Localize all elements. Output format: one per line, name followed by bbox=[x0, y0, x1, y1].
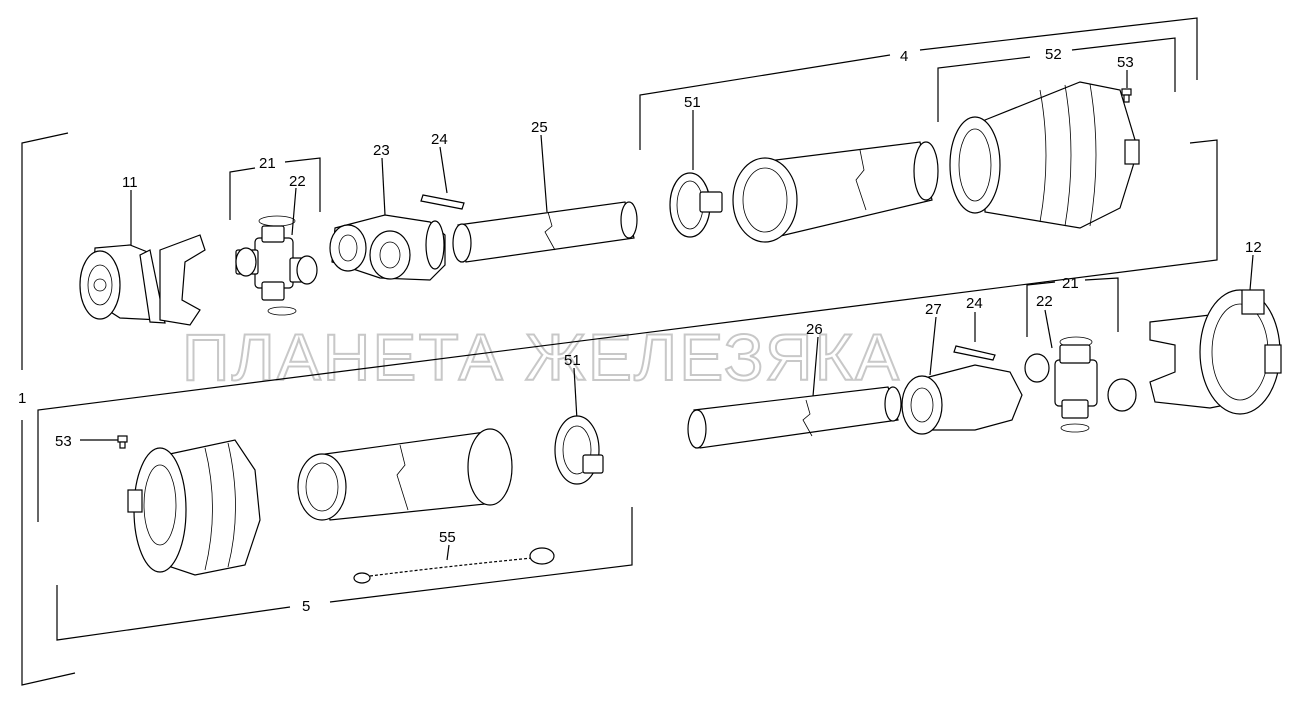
callout-24-right: 24 bbox=[966, 295, 983, 312]
callout-53-bottom: 53 bbox=[55, 433, 72, 450]
bracket-assembly-52 bbox=[937, 37, 1176, 122]
part-51-bearing-top bbox=[669, 172, 723, 238]
callout-23: 23 bbox=[373, 142, 390, 159]
callout-21-right: 21 bbox=[1062, 275, 1079, 292]
callout-51-bottom: 51 bbox=[564, 352, 581, 369]
watermark-text: ПЛАНЕТА ЖЕЛЕЗЯКА bbox=[182, 320, 901, 394]
callout-22-right: 22 bbox=[1036, 293, 1053, 310]
part-51-bearing-bottom bbox=[554, 415, 604, 485]
part-24-pin-top bbox=[420, 194, 465, 210]
callout-27: 27 bbox=[925, 301, 942, 318]
part-11-yoke-hub bbox=[79, 234, 206, 326]
callout-21-left: 21 bbox=[259, 155, 276, 172]
part-outer-tube-top bbox=[732, 141, 939, 243]
callout-12: 12 bbox=[1245, 239, 1262, 256]
separator-line bbox=[37, 139, 1218, 522]
callout-52: 52 bbox=[1045, 46, 1062, 63]
part-22-cross-right bbox=[1024, 336, 1137, 433]
leader-lines bbox=[80, 70, 1254, 561]
callout-55: 55 bbox=[439, 529, 456, 546]
part-24-pin-right bbox=[953, 345, 996, 361]
part-12-yoke-hub bbox=[1149, 289, 1282, 415]
callout-24-top: 24 bbox=[431, 131, 448, 148]
part-22-cross-left bbox=[235, 215, 318, 316]
part-guard-cone-bottom bbox=[127, 439, 261, 576]
callout-22-left: 22 bbox=[289, 173, 306, 190]
part-55-chain bbox=[353, 547, 555, 584]
callout-4: 4 bbox=[900, 48, 908, 65]
callout-51-top: 51 bbox=[684, 94, 701, 111]
part-23-yoke bbox=[329, 214, 446, 281]
part-26-inner-tube bbox=[687, 386, 902, 449]
part-27-yoke bbox=[901, 364, 1023, 435]
callout-11: 11 bbox=[122, 174, 138, 191]
callout-53-top: 53 bbox=[1117, 54, 1134, 71]
part-53-screw-top bbox=[1121, 88, 1132, 103]
part-53-screw-bottom bbox=[117, 435, 128, 449]
bracket-assembly-4 bbox=[639, 17, 1198, 150]
callout-1: 1 bbox=[18, 390, 26, 407]
bracket-assembly-21-left bbox=[229, 157, 321, 220]
callout-26: 26 bbox=[806, 321, 823, 338]
callout-25: 25 bbox=[531, 119, 548, 136]
part-52-guard-cone bbox=[949, 81, 1140, 229]
part-25-inner-tube bbox=[452, 201, 638, 263]
bracket-assembly-5 bbox=[56, 507, 633, 641]
part-outer-tube-bottom bbox=[297, 428, 513, 521]
callout-labels: 1 4 5 11 12 21 21 22 22 23 24 24 25 26 2… bbox=[18, 46, 1262, 615]
callout-5: 5 bbox=[302, 598, 310, 615]
bracket-assembly-21-right bbox=[1026, 277, 1119, 337]
bracket-assembly-1 bbox=[21, 132, 76, 686]
